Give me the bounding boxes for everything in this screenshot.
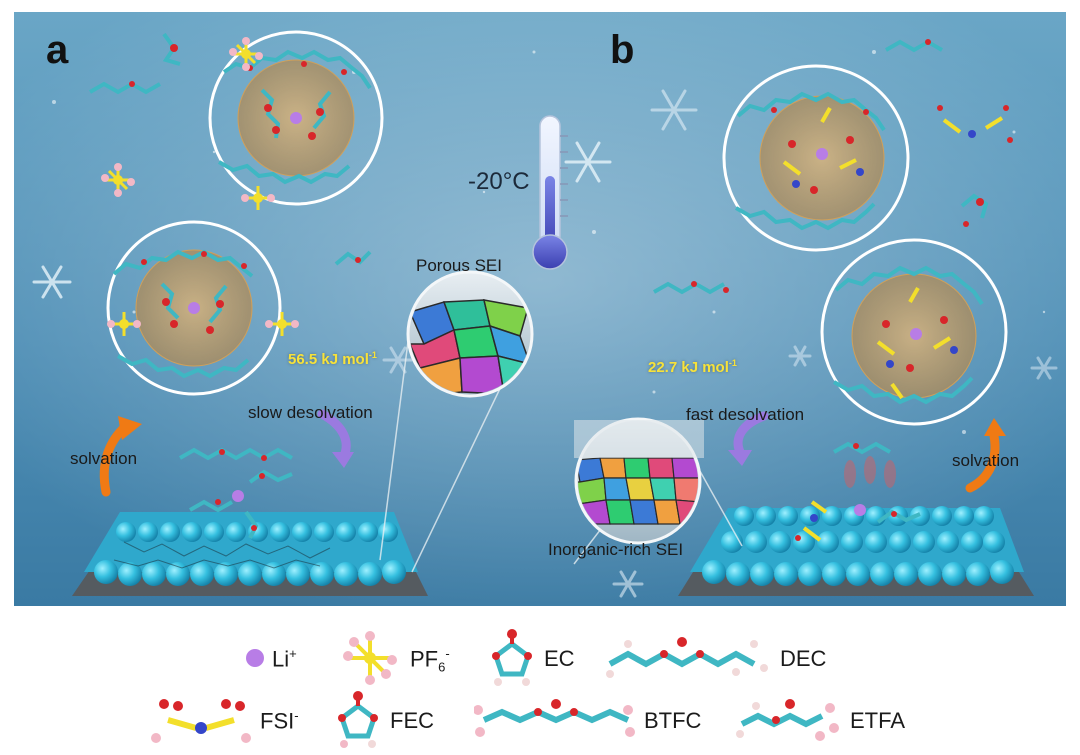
solvation-label-b: solvation	[952, 451, 1020, 470]
solvation-label-a: solvation	[70, 449, 138, 468]
energy-label-b: 22.7 kJ mol-1	[648, 358, 737, 376]
pf6-molecule-icon	[343, 631, 397, 685]
legend-item-btfc: BTFC	[473, 690, 714, 750]
etfa-molecule-icon	[736, 699, 839, 741]
inorganic-sei-magnifier	[573, 417, 743, 565]
solvation-arrow-a	[99, 416, 142, 497]
solvation-sheath-a-top	[208, 30, 384, 206]
energy-label-a: 56.5 kJ mol-1	[288, 350, 377, 368]
free-solvent-molecules-b	[653, 39, 1013, 295]
solvation-sheath-b-bottom	[820, 238, 1008, 426]
fsi-molecule-icon	[151, 699, 251, 743]
btfc-molecule-icon	[473, 699, 635, 737]
lithium-ion	[816, 148, 828, 160]
solvation-sheath-a-bottom	[106, 220, 282, 396]
ec-molecule-icon	[492, 629, 532, 686]
legend-item-fec: FEC	[332, 690, 452, 750]
lithium-ion	[910, 328, 922, 340]
interfacial-complex-b	[795, 441, 921, 542]
fast-desolvation-label: fast desolvation	[686, 405, 805, 424]
electrode-a	[72, 512, 428, 596]
legend-item-etfa: ETFA	[734, 690, 934, 750]
solvation-sheath-b-top	[722, 64, 910, 252]
free-solvent-molecules-a	[89, 32, 372, 461]
pf6-anions-a	[101, 37, 299, 336]
interfacial-complex-a	[189, 469, 293, 539]
legend-item-li: Li+	[244, 628, 314, 688]
porous-sei-magnifier	[379, 270, 534, 573]
snowflake-icons	[32, 89, 1058, 598]
lithium-ion	[290, 112, 302, 124]
desolvation-arrow-a	[317, 409, 354, 468]
legend-row-1: Li+ PF6- EC DEC	[0, 628, 1080, 688]
desolvation-arrow-b	[728, 411, 769, 466]
porous-sei-label: Porous SEI	[416, 256, 502, 275]
lithium-ion	[188, 302, 200, 314]
li-ion-icon	[246, 649, 264, 667]
panel-label-b: b	[610, 28, 635, 72]
scene-illustration	[14, 12, 1066, 606]
legend-item-dec: DEC	[604, 628, 844, 688]
temperature-label: -20°C	[468, 168, 530, 195]
thermometer-icon	[532, 115, 568, 270]
electrode-b	[678, 506, 1034, 596]
fec-molecule-icon	[338, 691, 378, 748]
dec-molecule-icon	[606, 637, 768, 678]
slow-desolvation-label: slow desolvation	[248, 403, 373, 422]
solvation-arrow-b	[965, 418, 1006, 493]
inorganic-sei-label: Inorganic-rich SEI	[548, 540, 684, 559]
panel-label-a: a	[46, 28, 69, 72]
legend-item-pf6: PF6-	[340, 628, 470, 688]
legend-item-fsi: FSI-	[146, 690, 316, 750]
legend-item-ec: EC	[486, 628, 586, 688]
legend-row-2: FSI- FEC BTFC	[0, 690, 1080, 750]
